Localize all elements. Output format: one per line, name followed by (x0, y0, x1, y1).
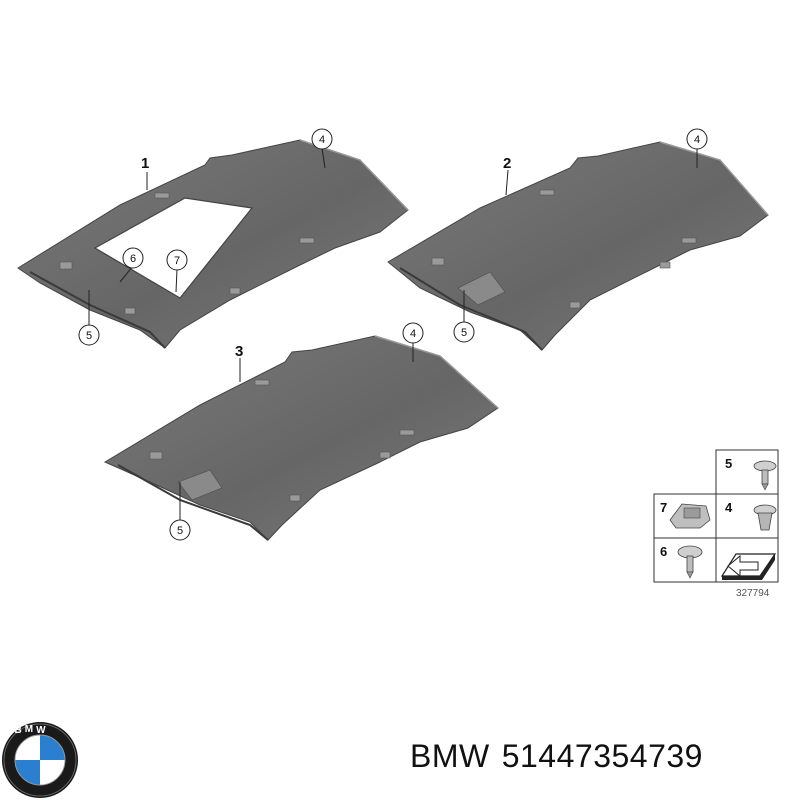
legend-label-6: 6 (660, 544, 667, 559)
callouts (88, 147, 698, 520)
brand-name: BMW (410, 738, 490, 774)
callout-4-a: 4 (319, 134, 325, 146)
diagram-ref-number: 327794 (736, 588, 770, 599)
callout-7: 7 (174, 255, 180, 267)
legend-label-7: 7 (660, 500, 667, 515)
screw-5-icon (753, 460, 777, 491)
headliner-3 (103, 335, 499, 541)
callout-4-b: 4 (694, 134, 700, 146)
clip-4-icon (753, 504, 777, 531)
part-caption: BMW 51447354739 (410, 738, 715, 775)
callout-5-b: 5 (461, 327, 467, 339)
callout-label-2: 2 (503, 155, 511, 172)
callout-label-3: 3 (235, 343, 243, 360)
parts-legend: 5 7 4 6 327794 (653, 449, 779, 599)
callout-circles (78, 128, 708, 541)
svg-text:BMW: BMW (14, 724, 46, 736)
headliner-1 (17, 139, 409, 349)
callout-6: 6 (130, 253, 136, 265)
part-number: 51447354739 (501, 738, 703, 774)
direction-arrow-icon (720, 553, 777, 580)
callout-4-c: 4 (410, 328, 416, 340)
callout-label-1: 1 (141, 155, 149, 172)
screw-6-icon (677, 545, 703, 579)
headliner-2 (387, 141, 769, 351)
callout-5-a: 5 (86, 330, 92, 342)
bracket-7-icon (669, 503, 711, 529)
legend-label-4: 4 (725, 500, 733, 515)
legend-label-5: 5 (725, 456, 732, 471)
callout-5-c: 5 (177, 525, 183, 537)
